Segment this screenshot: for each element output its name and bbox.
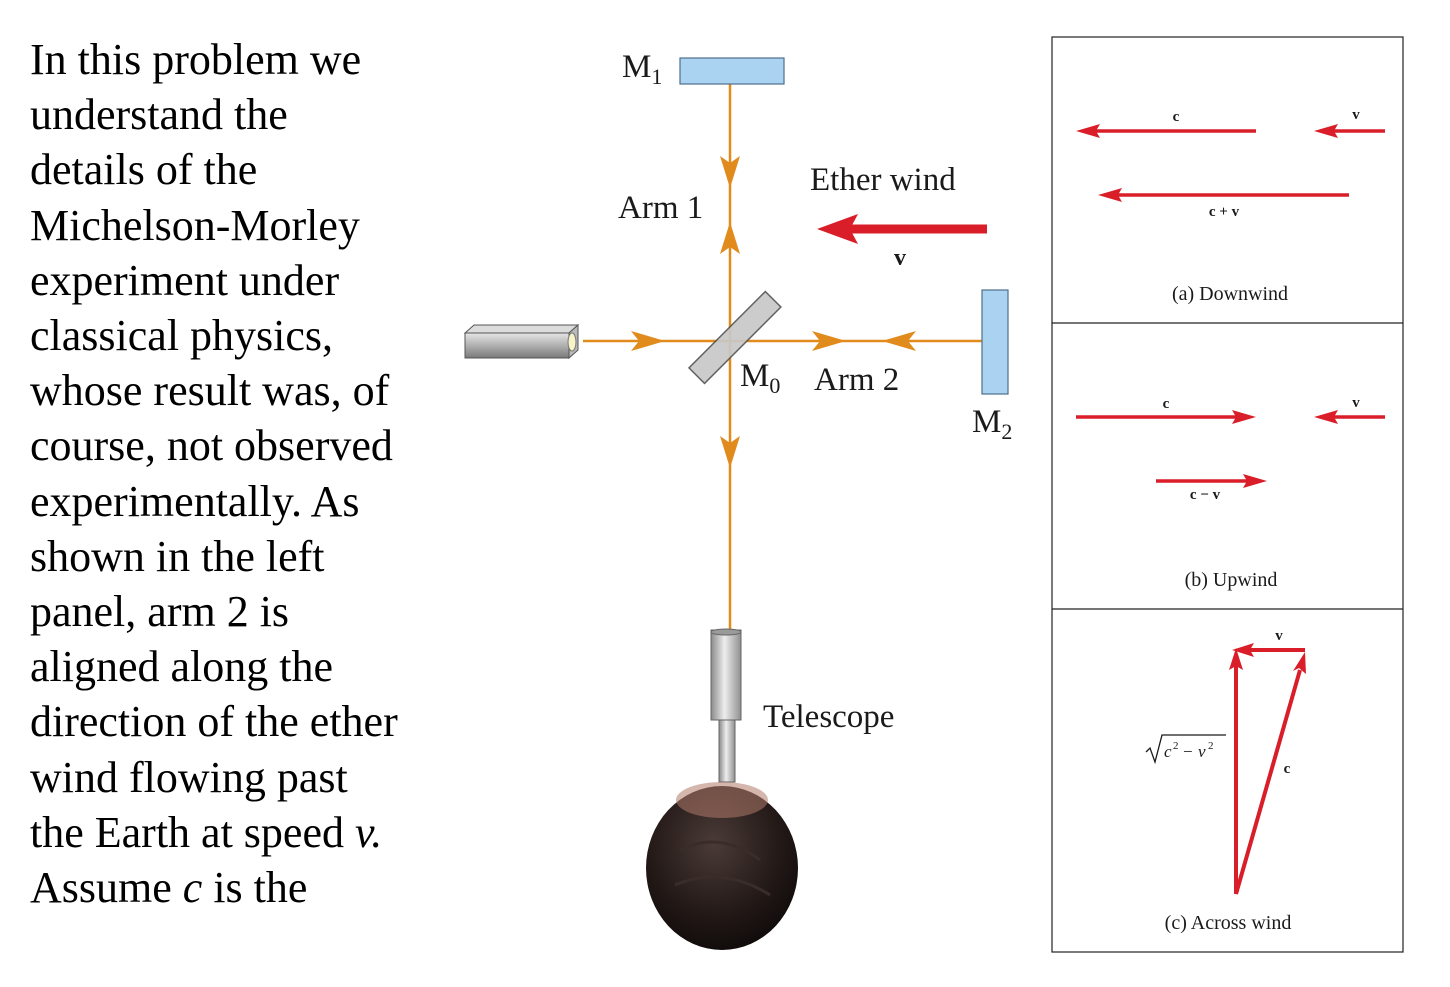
mirror-m2 [981, 289, 1009, 395]
c-arrow [1234, 669, 1302, 895]
problem-text-line: direction of the ether [30, 694, 450, 749]
observer-head [646, 782, 798, 950]
beam-arrow-arm2-left [882, 331, 916, 351]
mirror-m1 [679, 57, 785, 85]
panel-across-wind: v c 2 − v 2 c (c) Across wind [1145, 628, 1306, 934]
text-run: course, not observed [30, 421, 393, 471]
ether-wind-arrowhead [817, 214, 858, 244]
text-run: the Earth at speed [30, 807, 355, 857]
c-arrowhead [1232, 410, 1256, 424]
problem-text-line: course, not observed [30, 418, 450, 473]
text-run: is the [202, 863, 308, 913]
problem-text-line: whose result was, of [30, 363, 450, 418]
perpendicular-arrowhead [1229, 648, 1243, 670]
svg-text:2: 2 [1173, 740, 1179, 752]
v-arrowhead [1314, 124, 1338, 138]
problem-text-line: classical physics, [30, 308, 450, 363]
beam-splitter-m0 [687, 290, 782, 385]
panel-upwind: c v c − v (b) Upwind [1076, 395, 1385, 591]
v-arrowhead [1314, 410, 1338, 424]
beam-arrow-arm1-up [720, 222, 740, 254]
ether-wind-v-label: v [894, 245, 906, 271]
beam-arrow-arm2-right [812, 331, 846, 351]
c-label: c [1163, 396, 1170, 412]
text-run: panel, arm 2 is [30, 587, 290, 637]
text-run: aligned along the [30, 642, 334, 692]
text-run: direction of the ether [30, 697, 398, 747]
beam-arrow-telescope-down [720, 436, 740, 468]
svg-text:−: − [1183, 742, 1193, 761]
panel-downwind: c v c + v (a) Downwind [1076, 107, 1385, 305]
telescope-label: Telescope [763, 699, 894, 735]
math-variable: c [182, 863, 203, 913]
text-run: experiment under [30, 255, 340, 305]
velocity-panels: c v c + v (a) Downwind c v c − v (b) Upw… [1051, 36, 1404, 953]
v-arrowhead [1232, 643, 1254, 657]
text-run: Assume [30, 863, 183, 913]
text-run: Michelson-Morley [30, 200, 360, 250]
problem-text-line: details of the [30, 142, 450, 197]
text-run: In this problem we [30, 35, 362, 84]
caption-across-wind: (c) Across wind [1165, 912, 1292, 934]
c-minus-v-label: c − v [1190, 487, 1221, 503]
c-plus-v-arrowhead [1098, 188, 1122, 202]
text-run: details of the [30, 145, 258, 195]
m1-label: M1 [622, 49, 662, 89]
problem-text-line: aligned along the [30, 639, 450, 694]
light-source [463, 323, 580, 360]
c-label: c [1173, 109, 1180, 125]
c-arrowhead [1076, 124, 1100, 138]
problem-text-line: In this problem we [30, 32, 450, 87]
text-run: wind flowing past [30, 752, 348, 802]
svg-text:v: v [1198, 742, 1206, 761]
problem-text-line: experiment under [30, 253, 450, 308]
text-run: understand the [30, 90, 288, 140]
caption-downwind: (a) Downwind [1172, 283, 1288, 305]
v-label: v [1275, 628, 1283, 644]
telescope [710, 628, 742, 783]
c-minus-v-arrowhead [1243, 474, 1267, 488]
text-run: classical physics, [30, 311, 334, 361]
problem-text-line: wind flowing past [30, 750, 450, 805]
problem-text-line: experimentally. As [30, 474, 450, 529]
c-plus-v-label: c + v [1209, 204, 1240, 220]
svg-text:2: 2 [1208, 740, 1214, 752]
v-label: v [1352, 395, 1360, 411]
c-label: c [1284, 761, 1291, 777]
problem-text-line: Assume c is the [30, 860, 450, 915]
arm-1-label: Arm 1 [618, 190, 703, 226]
svg-text:c: c [1164, 742, 1172, 761]
arm-2-label: Arm 2 [814, 362, 899, 398]
beam-arrow-arm1-down [720, 156, 740, 188]
text-run: experimentally. As [30, 476, 360, 526]
problem-text-line: understand the [30, 87, 450, 142]
v-label: v [1352, 107, 1360, 123]
beam-arrow-source-right [631, 331, 665, 351]
text-run: shown in the left [30, 531, 325, 581]
text-run: whose result was, of [30, 366, 390, 416]
problem-text-line: panel, arm 2 is [30, 584, 450, 639]
problem-text-line: Michelson-Morley [30, 198, 450, 253]
ether-wind-label: Ether wind [810, 162, 956, 198]
c-arrowhead [1293, 652, 1306, 674]
m0-label: M0 [740, 358, 780, 398]
m2-label: M2 [972, 404, 1012, 444]
problem-text-line: the Earth at speed v. [30, 805, 450, 860]
math-variable: v. [354, 807, 383, 857]
interferometer: M1 M2 M0 Arm 1 Arm 2 Ether wind v Telesc… [463, 49, 1012, 950]
sqrt-c2-minus-v2-label: c 2 − v 2 [1145, 734, 1226, 765]
problem-text-line: shown in the left [30, 529, 450, 584]
caption-upwind: (b) Upwind [1185, 569, 1278, 591]
